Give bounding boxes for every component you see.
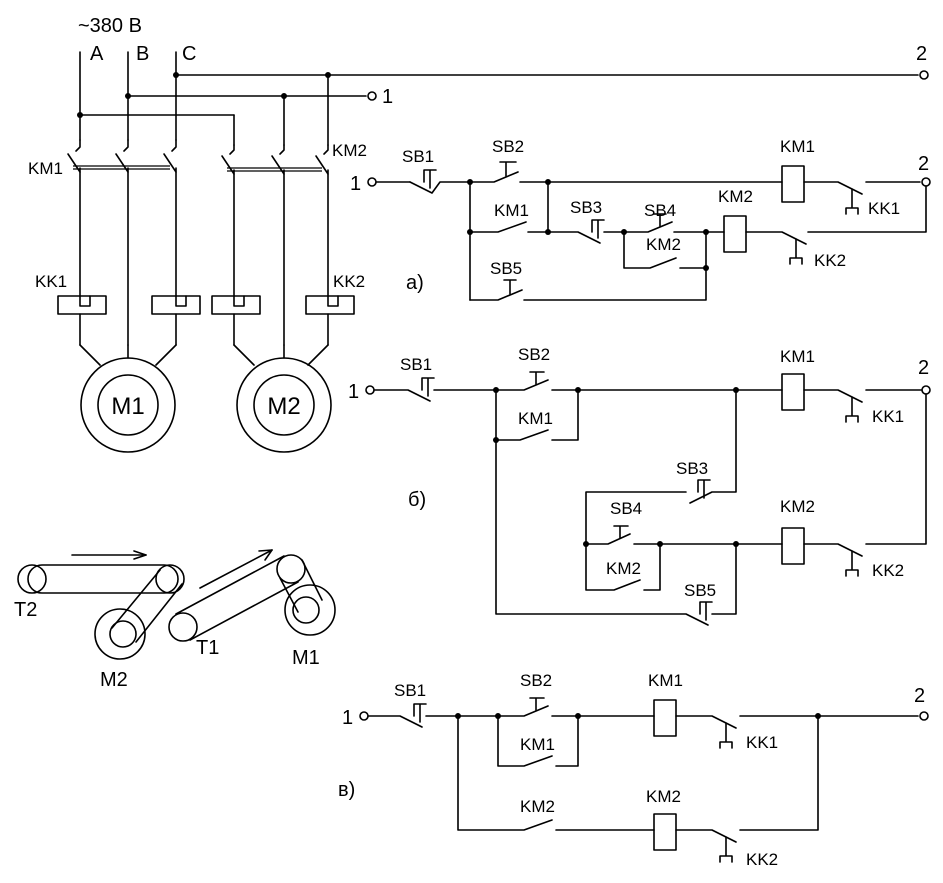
- scheme-b-km2-contact-label: KM2: [606, 559, 641, 578]
- km2-power-label: KM2: [332, 141, 367, 160]
- kk1-thermal-relay: [57, 295, 201, 346]
- scheme-c-terminal-2: 2: [914, 685, 925, 707]
- scheme-b-sb3-label: SB3: [676, 459, 708, 478]
- phase-b-label: B: [136, 43, 149, 65]
- scheme-a-sb1-label: SB1: [402, 147, 434, 166]
- scheme-b-km2-coil-label: KM2: [780, 497, 815, 516]
- scheme-a-caption: а): [406, 272, 424, 294]
- scheme-a-kk1-label: KK1: [868, 199, 900, 218]
- scheme-a-sb3-label: SB3: [570, 198, 602, 217]
- scheme-b-sb5-label: SB5: [684, 581, 716, 600]
- kk1-power-label: KK1: [35, 272, 67, 291]
- scheme-a-sb4-label: SB4: [644, 201, 676, 220]
- scheme-a-terminal-2: 2: [918, 153, 929, 175]
- scheme-c-terminal-1: 1: [342, 707, 353, 729]
- scheme-a-kk2-label: KK2: [814, 251, 846, 270]
- power-circuit: ~380 В A B C 2 1 KM1: [28, 15, 929, 453]
- conveyor-t1-label: T1: [196, 637, 219, 659]
- bus-terminal-1-label: 1: [382, 86, 393, 108]
- scheme-c-caption: в): [338, 779, 355, 801]
- scheme-b-kk2-label: KK2: [872, 561, 904, 580]
- scheme-c-sb1-label: SB1: [394, 681, 426, 700]
- scheme-c-km1-coil-label: KM1: [648, 671, 683, 690]
- scheme-c-km2-contact-label: KM2: [520, 797, 555, 816]
- scheme-c-kk1-label: KK1: [746, 733, 778, 752]
- scheme-b-sb1-label: SB1: [400, 355, 432, 374]
- scheme-a-km1-contact-label: KM1: [494, 201, 529, 220]
- km2-power-contacts: [221, 144, 329, 175]
- scheme-b-sb2-label: SB2: [518, 345, 550, 364]
- scheme-c: 1 2 SB1 SB2 KM1 KM1 KK1 KM2 KM2 KK2 в): [338, 671, 929, 869]
- motor-m2: M2: [236, 357, 332, 453]
- scheme-c-km1-contact-label: KM1: [520, 735, 555, 754]
- motor-m2-label: M2: [267, 393, 300, 420]
- motor-m1-label: M1: [111, 393, 144, 420]
- supply-voltage-label: ~380 В: [78, 15, 142, 37]
- phase-a-label: A: [90, 43, 104, 65]
- scheme-a-sb2-label: SB2: [492, 137, 524, 156]
- kk2-thermal-relay: [211, 295, 355, 346]
- scheme-c-km2-coil-label: KM2: [646, 787, 681, 806]
- scheme-a-km2-contact-label: KM2: [646, 235, 681, 254]
- scheme-a-sb5-label: SB5: [490, 259, 522, 278]
- scheme-c-kk2-label: KK2: [746, 850, 778, 869]
- scheme-a-terminal-1: 1: [350, 173, 361, 195]
- scheme-b-sb4-label: SB4: [610, 499, 642, 518]
- scheme-a-km2-coil-label: KM2: [718, 187, 753, 206]
- scheme-b-km1-contact-label: KM1: [518, 409, 553, 428]
- scheme-a: 1 2 SB1 SB2 KM1 KK1 KM1 SB3: [350, 137, 931, 301]
- scheme-b-terminal-1: 1: [348, 381, 359, 403]
- scheme-a-km1-coil-label: KM1: [780, 137, 815, 156]
- km1-power-contacts: [67, 139, 177, 173]
- scheme-b-terminal-2: 2: [918, 357, 929, 379]
- scheme-b-kk1-label: KK1: [872, 407, 904, 426]
- conveyor-sketch: T2 M2 T1 M1: [14, 549, 336, 691]
- conveyor-m2-label: M2: [100, 669, 128, 691]
- scheme-b-caption: б): [408, 489, 426, 511]
- bus-terminal-2-label: 2: [916, 43, 927, 65]
- scheme-b: 1 2 SB1 SB2 KM1 KM1 KK1 SB3 SB4: [348, 345, 931, 626]
- conveyor-t2-label: T2: [14, 599, 37, 621]
- km1-power-label: KM1: [28, 159, 63, 178]
- conveyor-m1-label: M1: [292, 647, 320, 669]
- kk2-power-label: KK2: [333, 272, 365, 291]
- motor-m1: M1: [80, 357, 176, 453]
- scheme-c-sb2-label: SB2: [520, 671, 552, 690]
- scheme-b-km1-coil-label: KM1: [780, 347, 815, 366]
- phase-c-label: C: [182, 43, 196, 65]
